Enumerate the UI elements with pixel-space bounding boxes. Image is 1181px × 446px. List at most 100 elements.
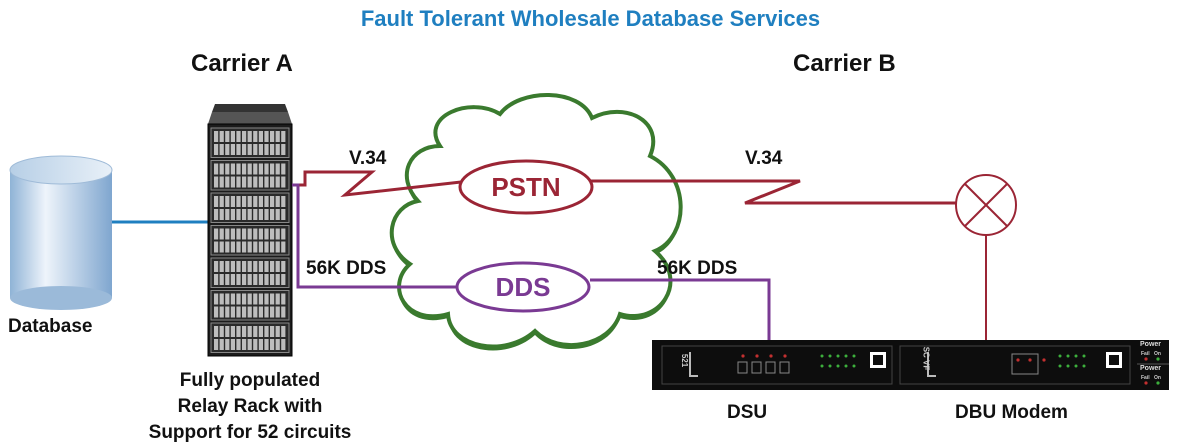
dds-cloud-oval [455, 261, 591, 313]
rack-circuit-card [242, 196, 247, 207]
rack-circuit-card [247, 209, 252, 220]
rack-circuit-card [275, 163, 280, 175]
rack-circuit-card [242, 306, 247, 318]
carrier-a-label: Carrier A [191, 50, 293, 77]
rack-circuit-card [281, 131, 286, 142]
rack-circuit-card [236, 131, 241, 142]
rack-circuit-card [242, 326, 247, 337]
rack-circuit-card [258, 241, 263, 253]
rack-circuit-card [281, 274, 286, 285]
rack-circuit-card [258, 228, 263, 240]
v34-right-label: V.34 [745, 148, 783, 169]
rack-circuit-card [270, 293, 275, 305]
rack-circuit-card [281, 241, 286, 253]
rack-circuit-card [214, 326, 219, 337]
rack-circuit-card [247, 339, 252, 350]
rack-circuit-card [264, 131, 269, 142]
rack-circuit-card [253, 306, 258, 318]
rack-circuit-card [242, 228, 247, 240]
rack-circuit-card [247, 274, 252, 285]
rack-circuit-card [225, 274, 230, 285]
rack-circuit-card [253, 228, 258, 240]
rack-circuit-card [275, 306, 280, 318]
rack-circuit-card [236, 326, 241, 337]
modem-id-text: SC VF [921, 346, 931, 371]
rack-circuit-card [281, 306, 286, 318]
rack-circuit-card [225, 306, 230, 318]
fail-label-top: Fail [1141, 351, 1150, 357]
rack-circuit-card [258, 306, 263, 318]
rack-circuit-card [275, 131, 280, 142]
rack-circuit-card [242, 261, 247, 272]
rack-circuit-card [270, 339, 275, 350]
rack-circuit-card [258, 274, 263, 285]
dds-link [292, 183, 771, 345]
rack-circuit-card [242, 274, 247, 285]
rack-circuit-card [253, 261, 258, 272]
rack-circuit-card [225, 176, 230, 188]
rack-circuit-card [230, 274, 235, 285]
rack-circuit-card [281, 228, 286, 240]
rack-circuit-card [258, 293, 263, 305]
on-label-bottom: On [1154, 375, 1161, 381]
rack-circuit-card [275, 196, 280, 207]
switch-symbol [955, 174, 1017, 345]
rack-circuit-card [225, 144, 230, 155]
rack-circuit-card [242, 209, 247, 220]
rack-circuit-card [219, 228, 224, 240]
rack-circuit-card [219, 339, 224, 350]
rack-circuit-card [247, 293, 252, 305]
rack-circuit-card [270, 326, 275, 337]
rack-circuit-card [214, 176, 219, 188]
rack-circuit-card [264, 339, 269, 350]
rack-circuit-card [264, 209, 269, 220]
dds-right-label: 56K DDS [657, 258, 738, 279]
rack-circuit-card [214, 131, 219, 142]
rack-circuit-card [253, 293, 258, 305]
rack-circuit-card [214, 209, 219, 220]
rack-circuit-card [214, 274, 219, 285]
rack-circuit-card [236, 176, 241, 188]
rack-circuit-card [214, 306, 219, 318]
rack-circuit-card [219, 176, 224, 188]
rack-circuit-card [230, 163, 235, 175]
on-label-top: On [1154, 351, 1161, 357]
rack-circuit-card [230, 293, 235, 305]
rack-circuit-card [253, 209, 258, 220]
rack-circuit-card [214, 339, 219, 350]
rack-circuit-card [236, 241, 241, 253]
rack-circuit-card [236, 293, 241, 305]
rack-circuit-card [270, 144, 275, 155]
rack-circuit-card [264, 241, 269, 253]
dds-cloud-label: DDS [495, 272, 551, 302]
rack-circuit-card [230, 241, 235, 253]
rack-circuit-card [219, 144, 224, 155]
rack-circuit-card [275, 261, 280, 272]
rack-circuit-card [270, 261, 275, 272]
rack-circuit-card [225, 241, 230, 253]
rack-circuit-card [258, 339, 263, 350]
rack-circuit-card [230, 209, 235, 220]
rack-circuit-card [247, 228, 252, 240]
rack-circuit-card [253, 241, 258, 253]
rack-circuit-card [219, 131, 224, 142]
dsu-modem-unit [652, 340, 1169, 390]
rack-caption-line2: Relay Rack with [177, 396, 323, 417]
rack-circuit-card [219, 261, 224, 272]
rack-circuit-card [253, 339, 258, 350]
v34-left-label: V.34 [349, 148, 387, 169]
rack-circuit-card [264, 163, 269, 175]
rack-circuit-card [275, 228, 280, 240]
rack-circuit-card [281, 163, 286, 175]
rack-circuit-card [225, 163, 230, 175]
rack-circuit-card [281, 326, 286, 337]
rack-circuit-card [258, 144, 263, 155]
rack-circuit-card [264, 228, 269, 240]
rack-circuit-card [219, 306, 224, 318]
rack-circuit-card [264, 293, 269, 305]
rack-circuit-card [253, 144, 258, 155]
rack-circuit-card [247, 144, 252, 155]
rack-circuit-card [264, 326, 269, 337]
rack-circuit-card [219, 274, 224, 285]
